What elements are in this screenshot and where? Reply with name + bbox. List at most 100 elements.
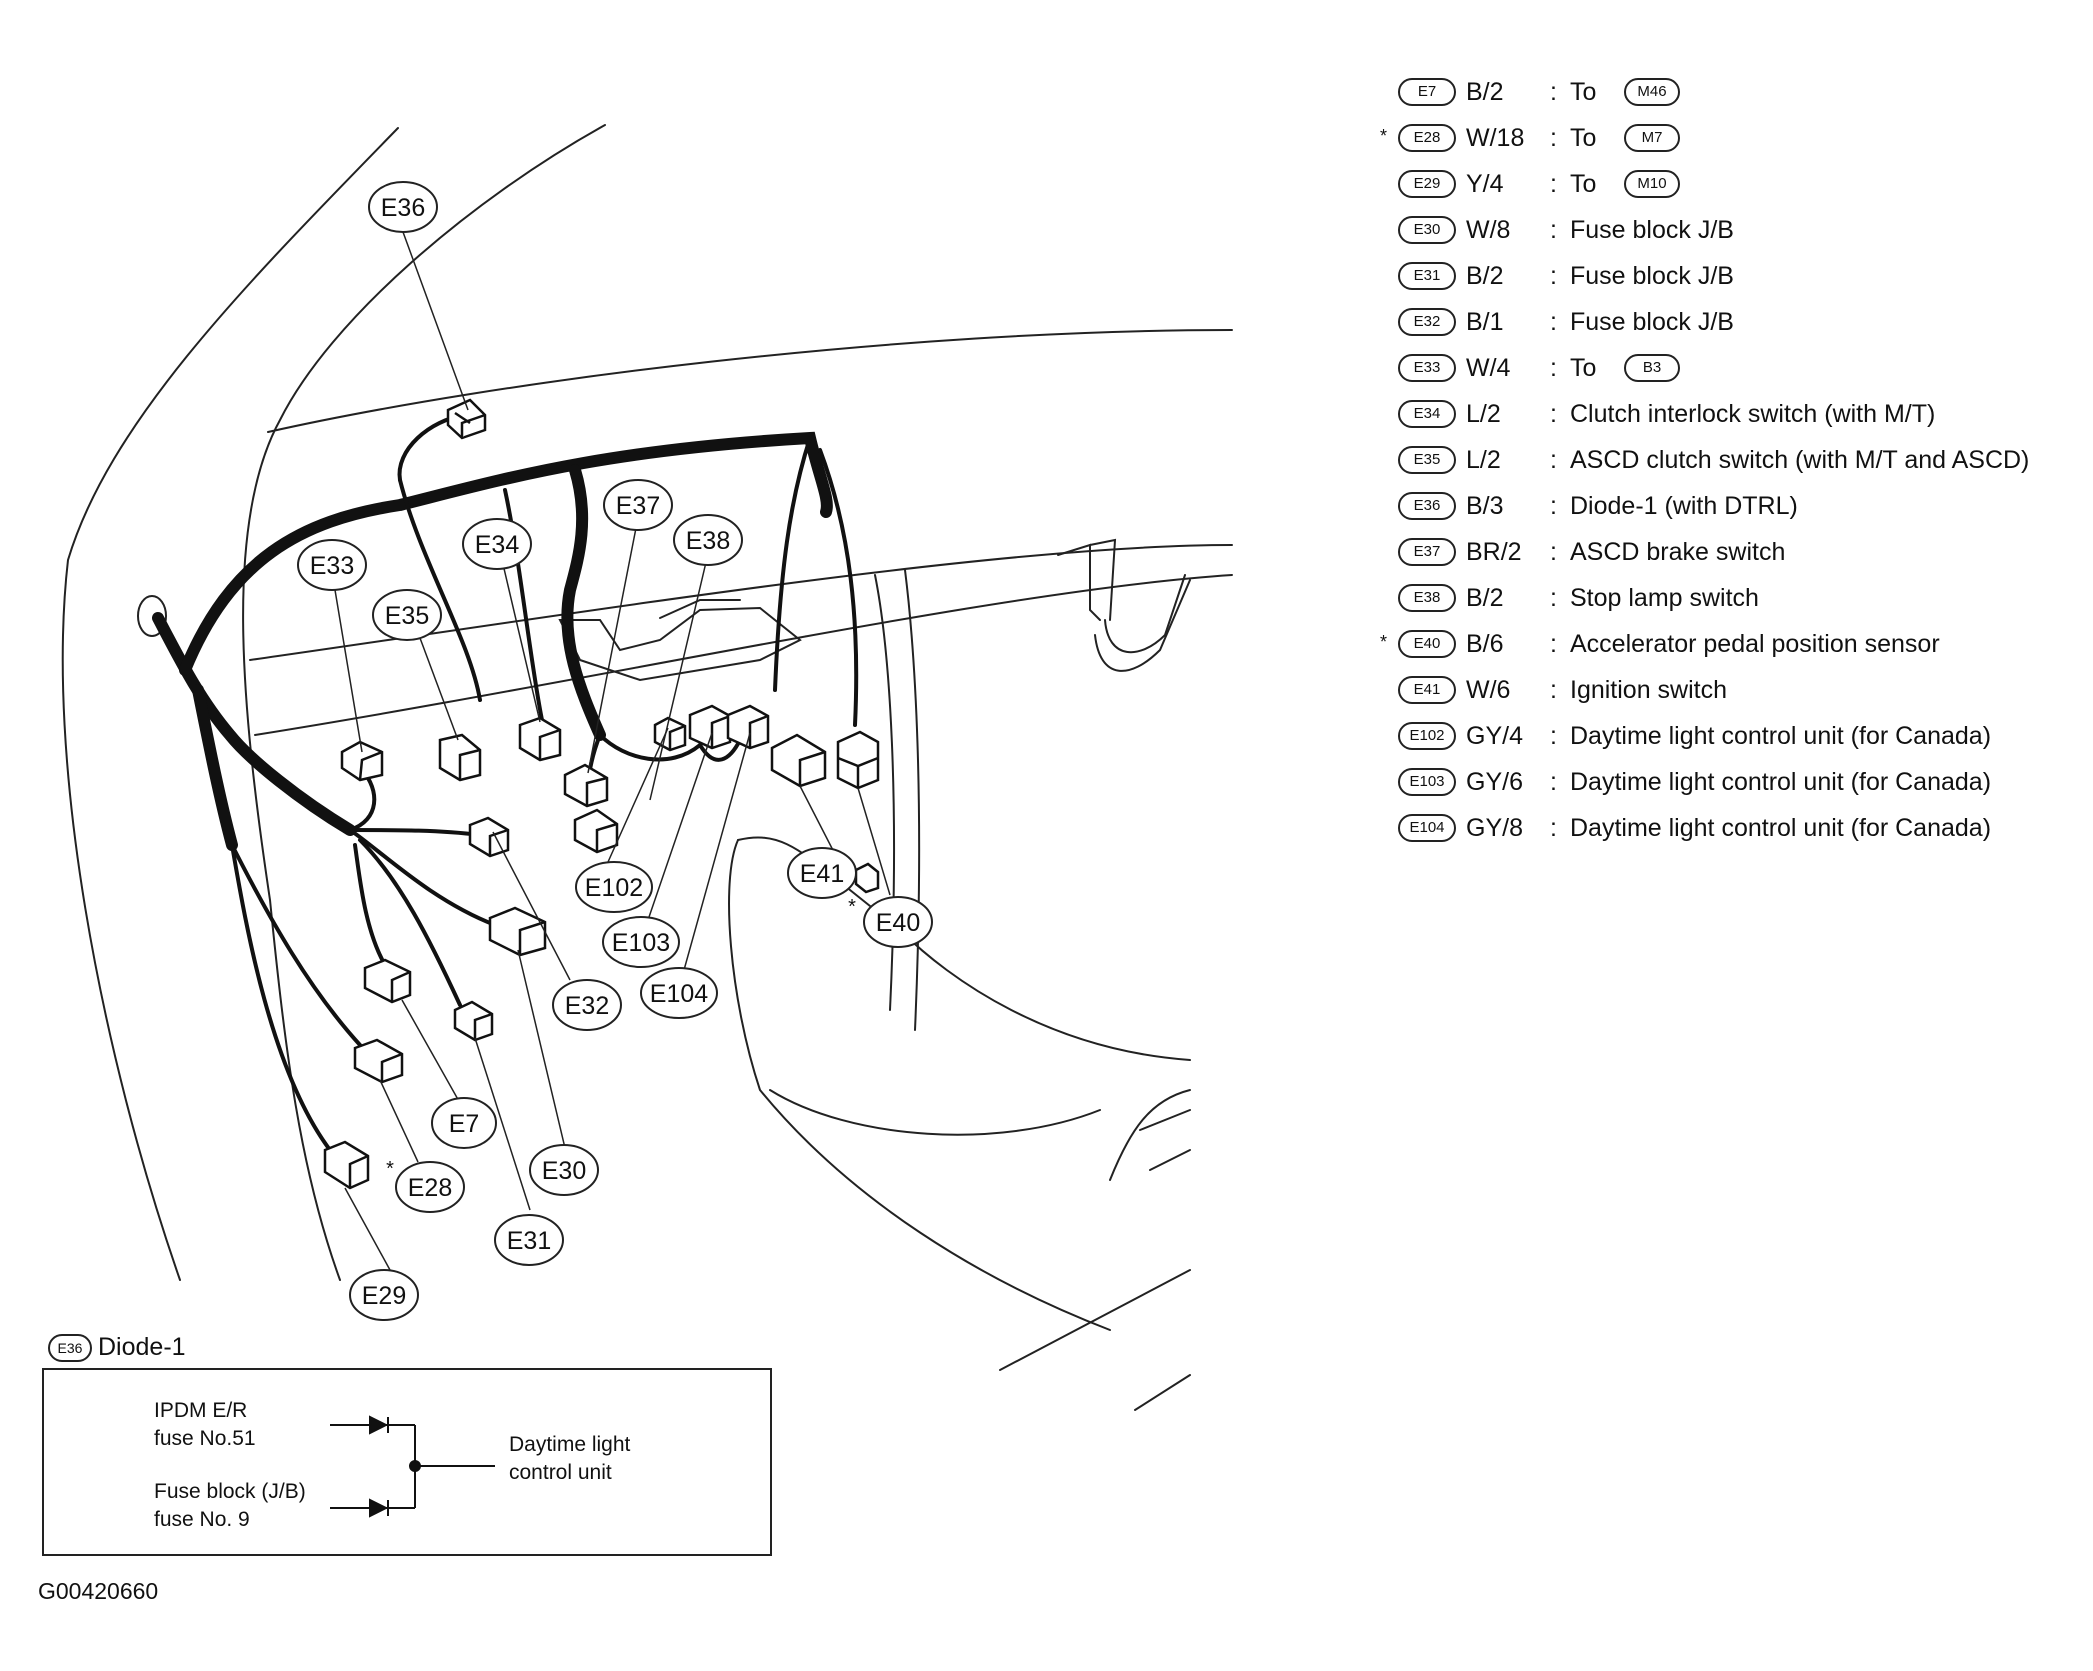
legend-colon: :: [1550, 78, 1557, 106]
legend-description: To: [1570, 170, 1597, 198]
callout-e30-label: E30: [542, 1157, 586, 1185]
callout-e34-label: E34: [475, 531, 520, 559]
legend-description: Ignition switch: [1570, 676, 1728, 704]
legend-wire-spec: B/6: [1466, 630, 1504, 658]
main-harness: [152, 431, 833, 851]
vehicle-outline: [61, 124, 1233, 1411]
legend-wire-spec: L/2: [1466, 446, 1501, 474]
legend-destination-badge: M10: [1624, 170, 1680, 198]
legend-wire-spec: W/8: [1466, 216, 1511, 244]
connector-e31: [453, 1000, 494, 1042]
callout-e33-label: E33: [310, 552, 354, 580]
callout-e102-label: E102: [585, 874, 643, 902]
callout-e30: E30: [529, 1144, 599, 1196]
callout-e31-label: E31: [507, 1227, 551, 1255]
callout-e28-label: E28: [408, 1174, 452, 1202]
legend-connector-badge: E34: [1398, 400, 1456, 428]
legend-connector-badge: E38: [1398, 584, 1456, 612]
legend-description: Clutch interlock switch (with M/T): [1570, 400, 1936, 428]
connector-e28: [353, 1038, 404, 1084]
callout-e102: E102: [575, 861, 653, 913]
legend-description: Accelerator pedal position sensor: [1570, 630, 1940, 658]
callout-e32: E32: [552, 979, 622, 1031]
legend-colon: :: [1550, 308, 1557, 336]
callouts: E36 E33 E34 E35 E37 E38 E102 E103 E104 E…: [297, 181, 933, 1321]
callout-e34: E34: [462, 518, 532, 570]
legend-destination-badge: B3: [1624, 354, 1680, 382]
callout-e41: E41: [787, 847, 857, 899]
callout-e36-label: E36: [381, 194, 425, 222]
legend-connector-badge: E30: [1398, 216, 1456, 244]
legend-wire-spec: B/2: [1466, 584, 1504, 612]
connector-e34: [518, 716, 562, 762]
legend-colon: :: [1550, 354, 1557, 382]
legend-wire-spec: B/2: [1466, 262, 1504, 290]
legend-colon: :: [1550, 768, 1557, 796]
connector-e40: [836, 730, 880, 790]
legend-description: To: [1570, 354, 1597, 382]
callout-e35: E35: [372, 589, 442, 641]
legend-description: ASCD clutch switch (with M/T and ASCD): [1570, 446, 2030, 474]
diode-output-line2: control unit: [509, 1461, 612, 1484]
legend-colon: :: [1550, 446, 1557, 474]
connector-e29: [323, 1140, 370, 1190]
legend-colon: :: [1550, 538, 1557, 566]
legend-colon: :: [1550, 400, 1557, 428]
connector-e35: [438, 733, 482, 782]
callout-e104: E104: [640, 967, 718, 1019]
diode-input2-line2: fuse No. 9: [154, 1508, 250, 1531]
callout-e31: E31: [494, 1214, 564, 1266]
connector-e103: [688, 704, 732, 750]
legend-connector-badge: E33: [1398, 354, 1456, 382]
legend-description: Daytime light control unit (for Canada): [1570, 814, 1992, 842]
legend-colon: :: [1550, 722, 1557, 750]
legend-connector-badge: E103: [1398, 768, 1456, 796]
legend-colon: :: [1550, 492, 1557, 520]
legend-wire-spec: GY/4: [1466, 722, 1523, 750]
callout-e103: E103: [602, 916, 680, 968]
legend-colon: :: [1550, 584, 1557, 612]
legend-connector-badge: E102: [1398, 722, 1456, 750]
legend-connector-badge: E37: [1398, 538, 1456, 566]
legend-description: Daytime light control unit (for Canada): [1570, 768, 1992, 796]
callout-e40: E40: [863, 896, 933, 948]
connector-e41-small: [854, 862, 880, 894]
callout-e41-label: E41: [800, 860, 844, 888]
callout-e38: E38: [673, 514, 743, 566]
legend-asterisk: *: [1380, 126, 1388, 146]
diode-schematic: [330, 1415, 495, 1518]
callout-e37-label: E37: [616, 492, 660, 520]
legend-description: ASCD brake switch: [1570, 538, 1786, 566]
legend-connector-badge: E41: [1398, 676, 1456, 704]
callout-e29-label: E29: [362, 1282, 406, 1310]
legend-connector-badge: E29: [1398, 170, 1456, 198]
legend-colon: :: [1550, 676, 1557, 704]
legend-description: Daytime light control unit (for Canada): [1570, 722, 1992, 750]
legend-wire-spec: B/3: [1466, 492, 1504, 520]
legend-wire-spec: GY/6: [1466, 768, 1523, 796]
callout-e29: E29: [349, 1269, 419, 1321]
legend-connector-badge: E28: [1398, 124, 1456, 152]
legend-wire-spec: L/2: [1466, 400, 1501, 428]
connector-e104: [726, 704, 770, 750]
callout-e32-label: E32: [565, 992, 609, 1020]
connector-e33: [340, 740, 384, 782]
connector-e37: [563, 763, 609, 808]
legend-wire-spec: BR/2: [1466, 538, 1522, 566]
legend-destination-badge: M7: [1624, 124, 1680, 152]
legend-destination-badge: M46: [1624, 78, 1680, 106]
legend-colon: :: [1550, 124, 1557, 152]
connector-e36: [446, 398, 487, 440]
legend-connector-badge: E104: [1398, 814, 1456, 842]
legend-colon: :: [1550, 630, 1557, 658]
callout-e38-label: E38: [686, 527, 730, 555]
legend-description: To: [1570, 124, 1597, 152]
legend-connector-badge: E32: [1398, 308, 1456, 336]
legend-description: Fuse block J/B: [1570, 262, 1734, 290]
leader-lines: [334, 231, 891, 1271]
legend-asterisk: *: [1380, 632, 1388, 652]
connector-e30: [488, 906, 547, 957]
callout-e37: E37: [603, 479, 673, 531]
diode-title-text: Diode-1: [98, 1333, 186, 1361]
